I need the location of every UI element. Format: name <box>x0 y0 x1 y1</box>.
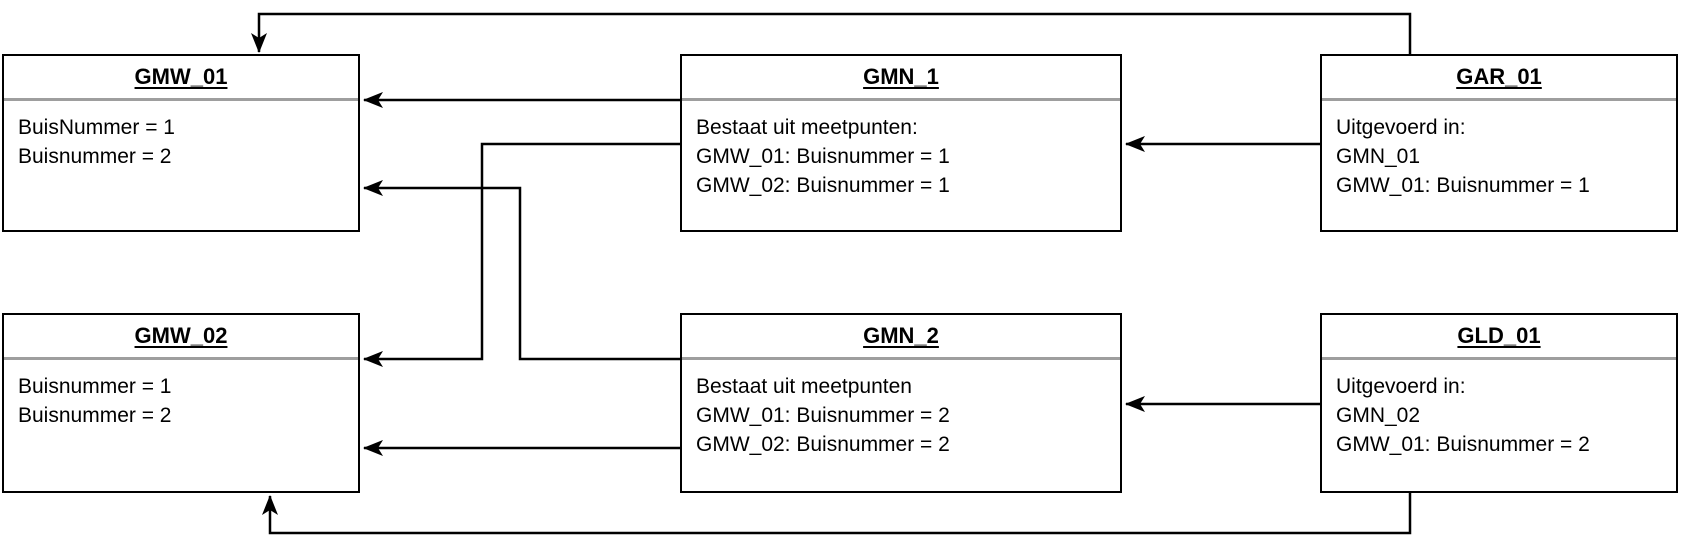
node-attribute: Buisnummer = 2 <box>18 404 172 427</box>
node-attribute: Buisnummer = 1 <box>18 375 172 398</box>
node-attribute: GMN_02 <box>1336 404 1421 427</box>
node-attribute: GMW_01: Buisnummer = 1 <box>1336 174 1590 197</box>
node-gar-01: GAR_01 Uitgevoerd in: GMN_01 GMW_01: Bui… <box>1320 54 1678 232</box>
node-attribute: Bestaat uit meetpunten: <box>696 116 918 139</box>
node-gld-01: GLD_01 Uitgevoerd in: GMN_02 GMW_01: Bui… <box>1320 313 1678 493</box>
node-gmw-02-title: GMW_02 <box>4 315 358 360</box>
node-attribute: GMN_01 <box>1336 145 1421 168</box>
node-attribute: GMW_01: Buisnummer = 1 <box>696 145 950 168</box>
node-gmw-01-title: GMW_01 <box>4 56 358 101</box>
connector-gar01-to-gmw01 <box>251 12 1412 54</box>
node-attribute: Buisnummer = 2 <box>18 145 172 168</box>
node-gmw-02-body: Buisnummer = 1 Buisnummer = 2 <box>4 360 358 430</box>
node-gld-01-title: GLD_01 <box>1322 315 1676 360</box>
node-gmn-1: GMN_1 Bestaat uit meetpunten: GMW_01: Bu… <box>680 54 1122 232</box>
node-gmn-2: GMN_2 Bestaat uit meetpunten GMW_01: Bui… <box>680 313 1122 493</box>
node-gmw-01: GMW_01 BuisNummer = 1 Buisnummer = 2 <box>2 54 360 232</box>
node-gar-01-body: Uitgevoerd in: GMN_01 GMW_01: Buisnummer… <box>1322 101 1676 200</box>
node-attribute: GMW_02: Buisnummer = 2 <box>696 433 950 456</box>
node-gar-01-title: GAR_01 <box>1322 56 1676 101</box>
node-gmn-2-title: GMN_2 <box>682 315 1120 360</box>
node-gmw-01-body: BuisNummer = 1 Buisnummer = 2 <box>4 101 358 171</box>
node-attribute: Uitgevoerd in: <box>1336 375 1466 398</box>
node-attribute: Uitgevoerd in: <box>1336 116 1466 139</box>
node-attribute: GMW_01: Buisnummer = 2 <box>696 404 950 427</box>
node-gmw-02: GMW_02 Buisnummer = 1 Buisnummer = 2 <box>2 313 360 493</box>
connector-gmn2-to-gmw01 <box>363 180 680 361</box>
connector-gld01-to-gmw02 <box>262 493 1412 535</box>
node-gmn-1-body: Bestaat uit meetpunten: GMW_01: Buisnumm… <box>682 101 1120 200</box>
node-attribute: GMW_01: Buisnummer = 2 <box>1336 433 1590 456</box>
node-attribute: GMW_02: Buisnummer = 1 <box>696 174 950 197</box>
node-attribute: BuisNummer = 1 <box>18 116 175 139</box>
node-gld-01-body: Uitgevoerd in: GMN_02 GMW_01: Buisnummer… <box>1322 360 1676 459</box>
node-attribute: Bestaat uit meetpunten <box>696 375 912 398</box>
connector-gmn1-to-gmw02 <box>363 142 680 367</box>
node-gmn-1-title: GMN_1 <box>682 56 1120 101</box>
node-gmn-2-body: Bestaat uit meetpunten GMW_01: Buisnumme… <box>682 360 1120 459</box>
